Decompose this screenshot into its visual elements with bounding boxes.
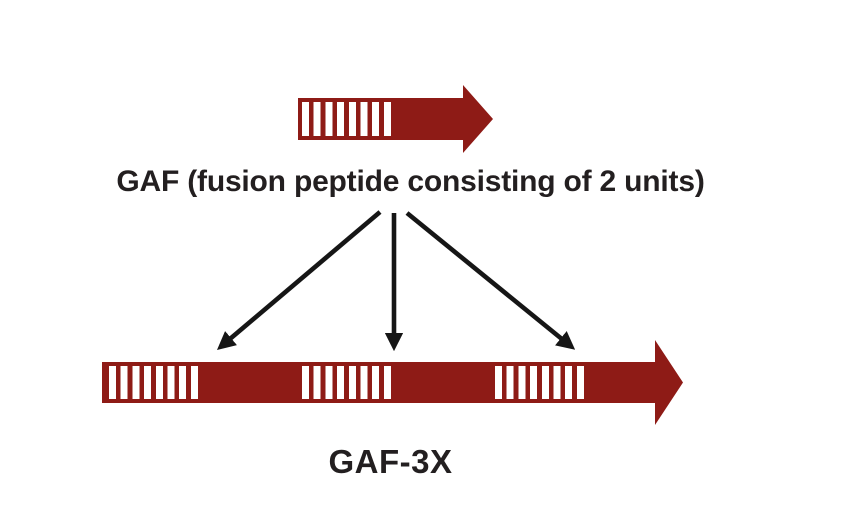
fusion-peptide-label: GAF (fusion peptide consisting of 2 unit… <box>116 165 705 198</box>
connector-arrow-right <box>405 211 576 350</box>
gaf-3x-stripe-block-2 <box>302 366 393 399</box>
connector-arrow-left <box>216 210 382 350</box>
gaf-3x-stripe-block-3 <box>495 366 586 399</box>
gaf-unit-arrow-icon <box>298 85 493 153</box>
fan-arrows-icon <box>216 210 576 352</box>
gaf-3x-label: GAF-3X <box>328 443 453 480</box>
gaf-3x-stripe-block-1 <box>109 366 202 399</box>
gaf-unit-stripe-block <box>302 102 392 136</box>
